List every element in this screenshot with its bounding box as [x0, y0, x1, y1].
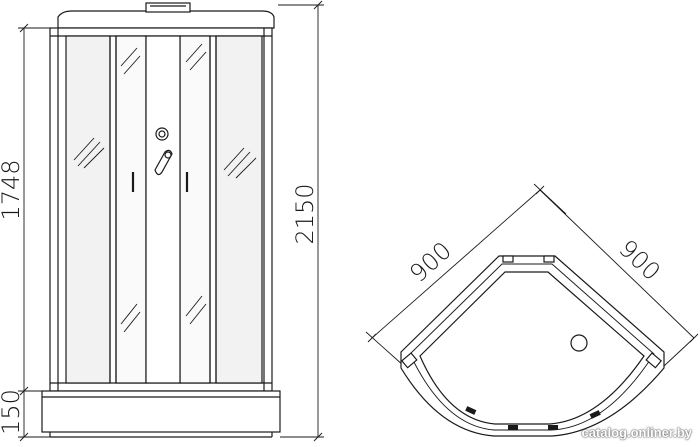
glass-door-right: [179, 35, 211, 384]
drain: [570, 334, 588, 352]
roof-vent: [145, 2, 191, 13]
dim-total-height: 2150: [291, 183, 319, 244]
door-rollers: [465, 406, 601, 430]
dim-width-left: 900: [404, 236, 457, 287]
dim-glass-height: 1748: [0, 159, 25, 220]
glass-reflections: [73, 43, 257, 333]
dim-width-right: 900: [613, 234, 665, 286]
cabin-roof: [57, 10, 275, 29]
tray-outline: [400, 255, 665, 437]
glass-panel-left: [65, 35, 111, 384]
glass-door-left: [115, 35, 147, 384]
plan-view: [365, 183, 699, 437]
dimension-lines: [18, 0, 324, 442]
watermark: catalog.onliner.by: [581, 425, 692, 440]
front-view: [41, 2, 281, 438]
plan-dimension-lines: [365, 183, 699, 367]
dim-tray-height: 150: [0, 389, 25, 435]
back-panel: [145, 35, 181, 384]
tray-basin: [419, 271, 645, 425]
glass-panel-right: [215, 35, 263, 384]
shower-tray: [41, 390, 281, 433]
